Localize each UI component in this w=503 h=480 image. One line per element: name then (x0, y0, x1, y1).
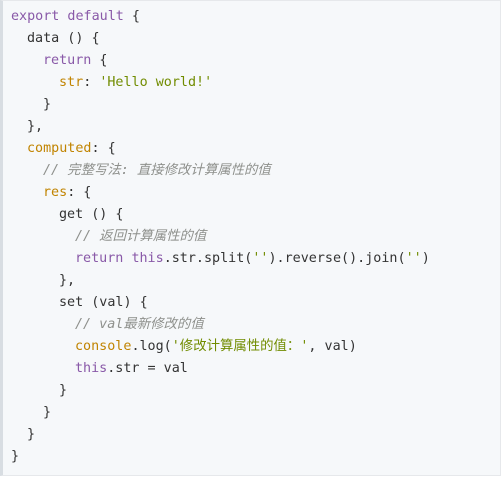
split-expression: .str.split( (163, 251, 253, 266)
code-line: } (11, 402, 500, 424)
code-line: str: 'Hello world!' (11, 72, 500, 94)
reverse-join-expression: ).reverse().join( (268, 251, 406, 266)
code-line: res: { (11, 182, 500, 204)
this-keyword: this (75, 361, 108, 376)
code-line: get () { (11, 204, 500, 226)
code-line: }, (11, 270, 500, 292)
empty-string: '' (405, 251, 422, 266)
get-method: get () { (59, 207, 124, 222)
res-close: } (43, 405, 52, 420)
res-brace: : { (67, 185, 92, 200)
code-line: } (11, 94, 500, 116)
export-keyword: export default (11, 9, 124, 24)
str-key: str (59, 75, 84, 90)
code-line: // val最新修改的值 (11, 314, 500, 336)
res-key: res (43, 185, 68, 200)
colon: : (83, 75, 100, 90)
comment: // 返回计算属性的值 (75, 229, 207, 244)
code-line: } (11, 446, 500, 468)
empty-string: '' (252, 251, 269, 266)
log-string: '修改计算属性的值：' (171, 339, 309, 354)
code-line: set (val) { (11, 292, 500, 314)
return-keyword: return (75, 251, 124, 266)
close-brace-comma: }, (27, 119, 44, 134)
code-line: }, (11, 116, 500, 138)
hello-string: 'Hello world!' (99, 75, 213, 90)
code-line: } (11, 380, 500, 402)
comment: // 完整写法: 直接修改计算属性的值 (43, 163, 271, 178)
set-close: } (59, 383, 68, 398)
return-keyword: return (43, 53, 92, 68)
close-brace: } (43, 97, 52, 112)
code-line: console.log('修改计算属性的值：', val) (11, 336, 500, 358)
code-line: return this.str.split('').reverse().join… (11, 248, 500, 270)
data-method: data () { (27, 31, 100, 46)
log-rest: , val) (308, 339, 357, 354)
assign-expression: .str = val (107, 361, 188, 376)
console-keyword: console (75, 339, 132, 354)
code-line: computed: { (11, 138, 500, 160)
computed-close: } (27, 427, 36, 442)
log-call: .log( (131, 339, 172, 354)
this-keyword: this (131, 251, 164, 266)
code-line: data () { (11, 28, 500, 50)
code-line: export default { (11, 6, 500, 28)
get-close: }, (59, 273, 76, 288)
brace-open: { (123, 9, 140, 24)
code-line: this.str = val (11, 358, 500, 380)
code-line: // 返回计算属性的值 (11, 226, 500, 248)
code-line: return { (11, 50, 500, 72)
return-brace: { (91, 53, 108, 68)
set-method: set (val) { (59, 295, 148, 310)
computed-key: computed (27, 141, 92, 156)
comment: // val最新修改的值 (75, 317, 204, 332)
final-close: } (11, 449, 20, 464)
code-line: } (11, 424, 500, 446)
close-paren: ) (421, 251, 430, 266)
computed-brace: : { (91, 141, 116, 156)
code-line: // 完整写法: 直接修改计算属性的值 (11, 160, 500, 182)
